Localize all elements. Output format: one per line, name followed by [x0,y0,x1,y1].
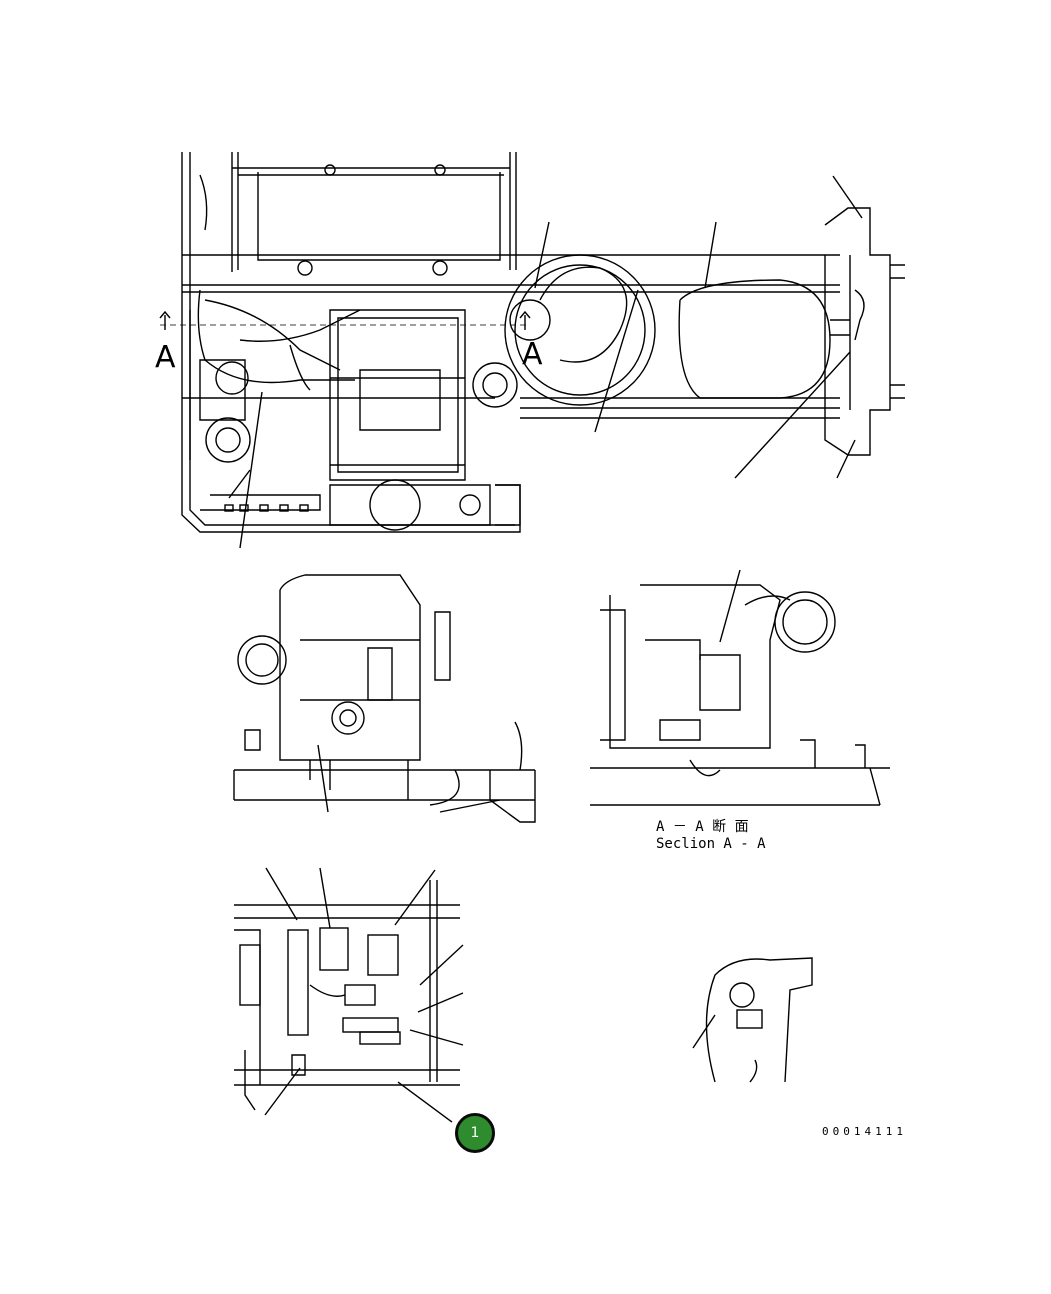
plan-view [159,152,905,549]
callout-marker[interactable]: 1 [455,1113,495,1153]
drawing-number: 00014111 [822,1125,907,1138]
section-title-jp: A － A 断 面 [656,819,749,835]
detail-view-small [692,957,813,1083]
section-mark-left: A [155,340,176,375]
engine-side-view [233,574,536,823]
section-title-en: Seclion A - A [656,836,766,852]
section-a-a-view [590,569,890,806]
section-mark-right: A [522,337,543,372]
detail-view-panel [234,867,464,1123]
